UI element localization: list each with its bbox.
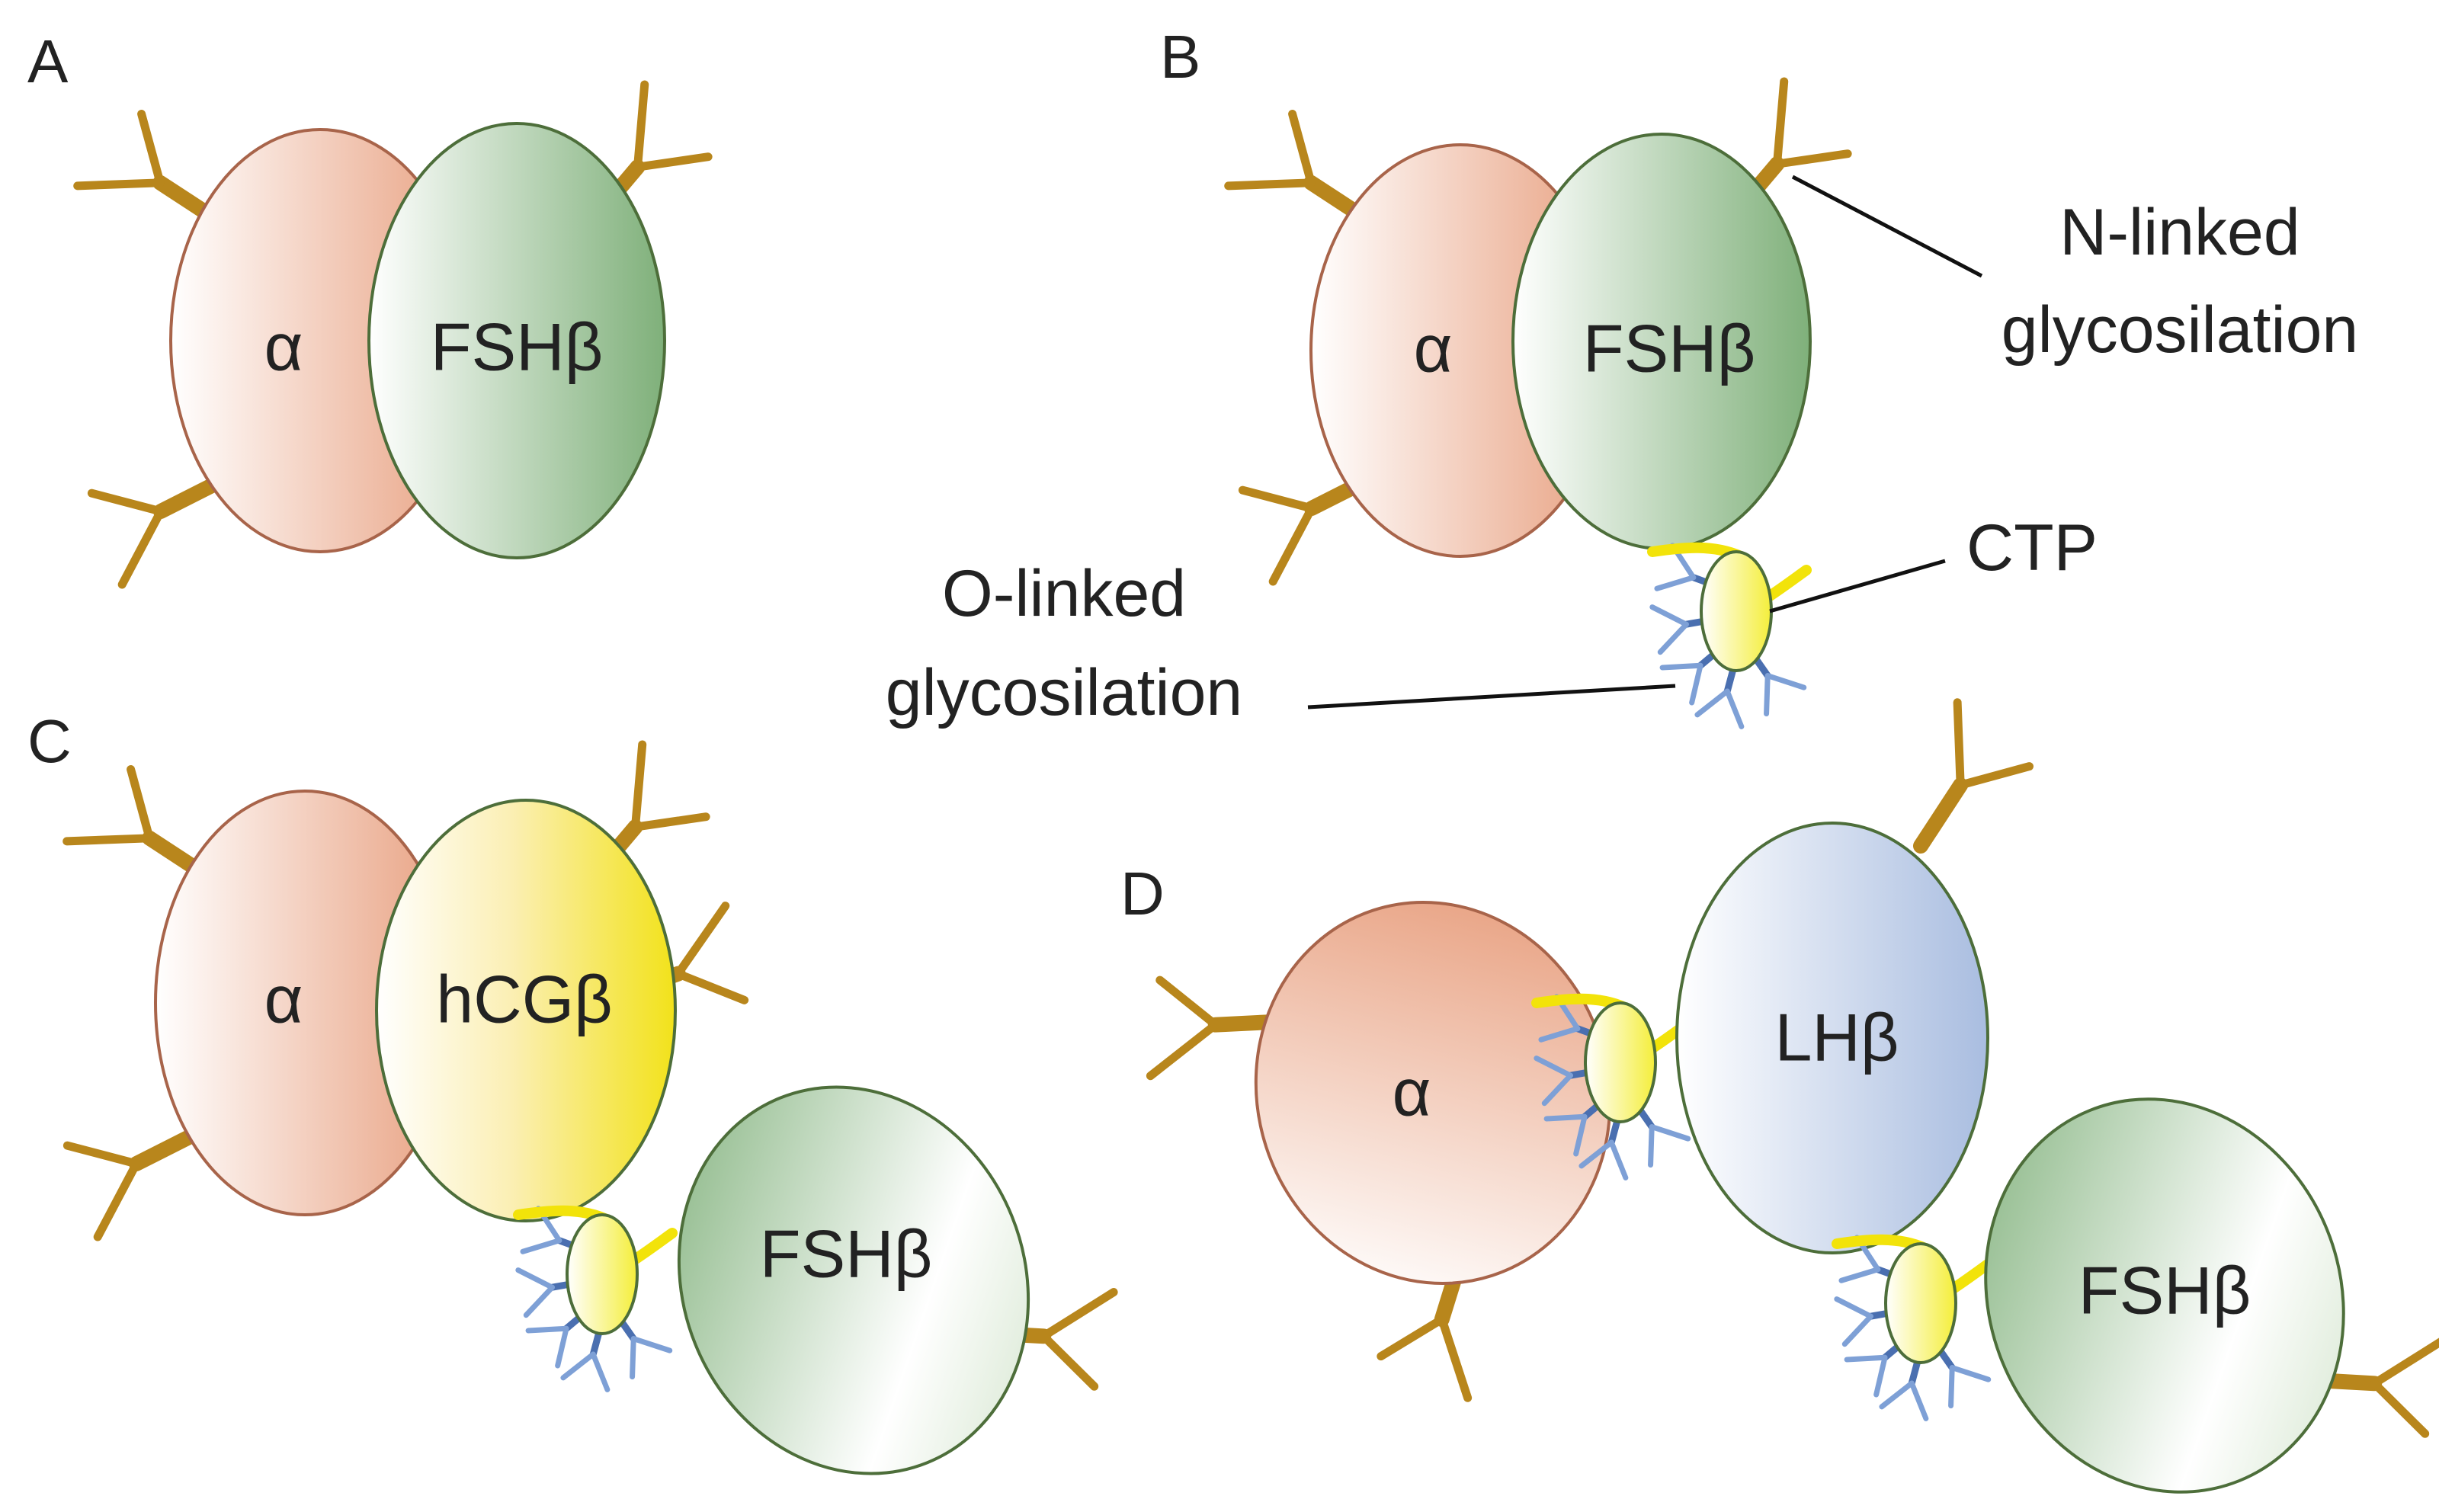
hcg-beta-subunit: [375, 799, 677, 1222]
fsh-beta-label: FSHβ: [760, 1216, 933, 1291]
panel-b-letter: B: [1160, 23, 1200, 91]
n-linked-leader: [1791, 175, 1983, 278]
panel-a-letter: A: [27, 27, 69, 95]
panel-d: D α LHβ FSHβ: [1120, 703, 2439, 1494]
panel-a: A α FSHβ: [27, 27, 713, 585]
panel-c: C α hCGβ FSHβ: [27, 707, 1114, 1475]
lh-beta-label: LHβ: [1774, 999, 1899, 1075]
alpha-label: α: [1414, 310, 1453, 386]
fsh-beta-subunit: [677, 1085, 1030, 1475]
alpha-label: α: [264, 309, 303, 384]
n-linked-label: N-linked: [2059, 196, 2300, 269]
alpha-label: α: [1393, 1054, 1431, 1129]
ctp-module: [518, 1209, 672, 1390]
o-linked-label: O-linked: [942, 557, 1186, 630]
hcg-beta-label: hCGβ: [436, 961, 613, 1036]
ctp-module: [1837, 1238, 1991, 1419]
alpha-label: α: [264, 961, 303, 1036]
panel-c-letter: C: [27, 707, 72, 775]
ctp-module: [1652, 546, 1806, 727]
n-linked-label: glycosilation: [2002, 293, 2358, 367]
ctp-label: CTP: [1966, 511, 2098, 585]
ctp-leader: [1769, 559, 1946, 613]
panel-b: B α FSHβ N-linked glycosilation CTP O-li…: [886, 23, 2358, 729]
fsh-beta-label: FSHβ: [1583, 310, 1756, 386]
o-linked-label: glycosilation: [886, 656, 1242, 729]
panel-d-letter: D: [1120, 860, 1165, 927]
o-linked-leader: [1307, 684, 1676, 710]
fsh-beta-label: FSHβ: [431, 309, 604, 384]
fsh-beta-subunit: [1984, 1097, 2345, 1494]
lh-beta-subunit: [1675, 822, 1989, 1254]
fsh-beta-label: FSHβ: [2078, 1252, 2252, 1328]
fsh-beta-subunit: [367, 122, 666, 559]
